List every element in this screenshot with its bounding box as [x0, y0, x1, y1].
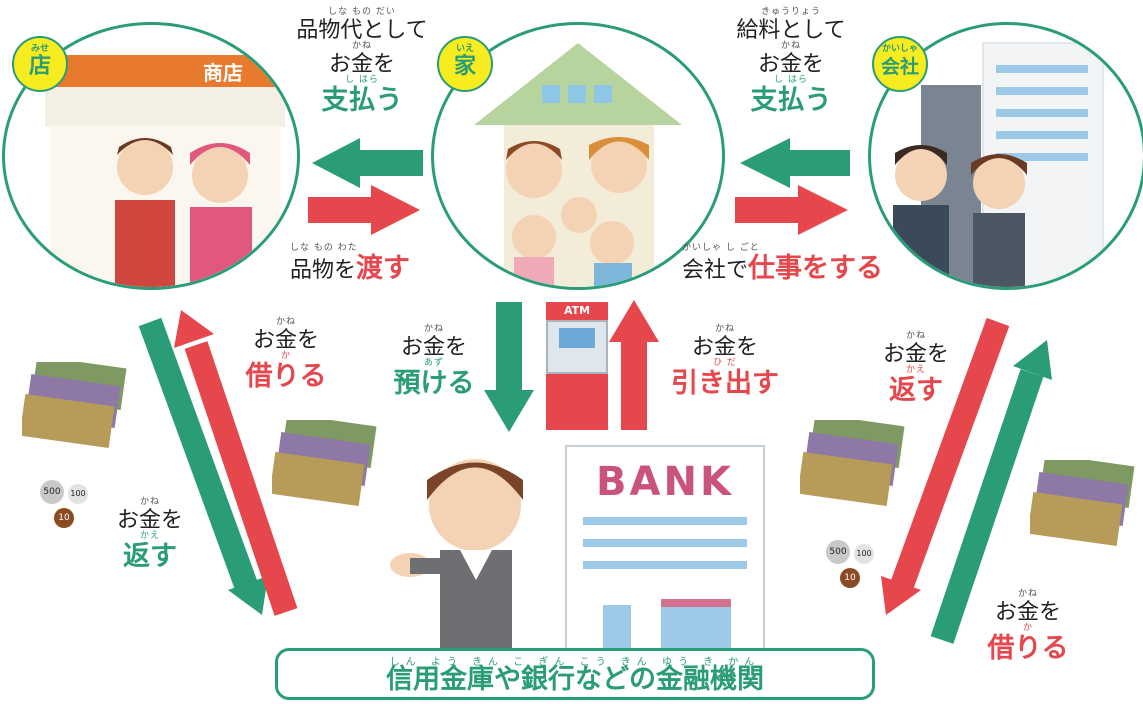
label-home-to-store: しな もの だい 品物代として かね お金を し はら 支払う — [296, 7, 428, 117]
banknotes-far-right — [1030, 460, 1135, 547]
coin-100-icon: 100 — [68, 484, 88, 504]
arrow-company-return-red — [881, 317, 1010, 615]
store-badge-ruby: みせ — [30, 44, 49, 54]
label-deposit: かね お金を あず 預ける — [393, 324, 475, 400]
label-company-return: かね お金を かえ 返す — [882, 331, 949, 407]
arrow-store-to-home-red — [308, 185, 420, 235]
store-badge-label: 店 — [28, 54, 51, 79]
home-badge: いえ 家 — [437, 36, 493, 92]
home-badge-label: 家 — [453, 54, 476, 79]
bank-sign: BANK — [596, 459, 734, 505]
bank-window-stripe — [583, 561, 747, 569]
coin-10-icon: 10 — [840, 568, 860, 588]
bank-window — [603, 605, 631, 649]
coins-right: 500 100 10 — [826, 540, 896, 588]
banknotes-right — [800, 420, 905, 507]
banknotes-left — [22, 362, 127, 449]
company-badge-label: 会社 — [880, 56, 919, 78]
label-company-to-home: きゅうりょう 給料として かね お金を し はら 支払う — [736, 7, 846, 117]
financial-institutions-box: しん よう きん こ ぎん こう きん ゆう き かん 信用金庫や銀行などの金融… — [275, 648, 875, 700]
bank-door — [661, 599, 731, 657]
arrow-withdraw-red — [609, 300, 659, 430]
coin-500-icon: 500 — [40, 480, 64, 504]
arrow-company-to-home-green — [740, 138, 850, 188]
atm-screen — [559, 328, 595, 348]
label-home-to-company: かいしゃ し ごと 会社で仕事をする — [682, 243, 884, 284]
atm-base — [546, 374, 608, 430]
arrow-store-borrow-red — [174, 310, 298, 616]
bank-building: BANK — [565, 445, 765, 657]
label-store-borrow: かね お金を か 借りる — [245, 317, 327, 393]
atm-sign: ATM — [546, 302, 608, 320]
atm-body — [546, 320, 608, 374]
coins-left: 500 100 10 — [40, 480, 110, 528]
bank-window-stripe — [583, 517, 747, 525]
store-badge: みせ 店 — [12, 36, 68, 92]
arrow-company-borrow-green — [930, 340, 1052, 644]
coin-100-icon: 100 — [854, 544, 874, 564]
footer-title: 信用金庫や銀行などの金融機関 — [386, 664, 764, 695]
bank-window-stripe — [583, 539, 747, 547]
coin-10-icon: 10 — [54, 508, 74, 528]
arrow-deposit-green — [484, 302, 534, 432]
bank-clerk-illustration — [390, 459, 523, 650]
label-company-borrow: かね お金を か 借りる — [987, 589, 1069, 665]
atm-machine: ATM — [546, 302, 608, 430]
company-badge-ruby: かいしゃ — [881, 44, 918, 54]
arrow-home-to-company-red — [735, 185, 848, 235]
label-withdraw: かね お金を ひ だ 引き出す — [671, 324, 779, 400]
company-badge: かいしゃ 会社 — [872, 36, 928, 92]
home-badge-ruby: いえ — [455, 44, 474, 54]
arrow-store-return-green — [138, 317, 268, 615]
footer-ruby: しん よう きん こ ぎん こう きん ゆう き かん — [389, 657, 761, 668]
family-illustration — [474, 43, 682, 287]
banknotes-center — [272, 420, 377, 507]
company-illustration — [893, 42, 1104, 287]
label-store-return: かね お金を かえ 返す — [116, 497, 183, 573]
coin-500-icon: 500 — [826, 540, 850, 564]
label-store-to-home: しな もの わた 品物を渡す — [290, 243, 411, 284]
store-sign: 商店 — [203, 61, 243, 85]
arrow-home-to-store-green — [312, 138, 423, 188]
